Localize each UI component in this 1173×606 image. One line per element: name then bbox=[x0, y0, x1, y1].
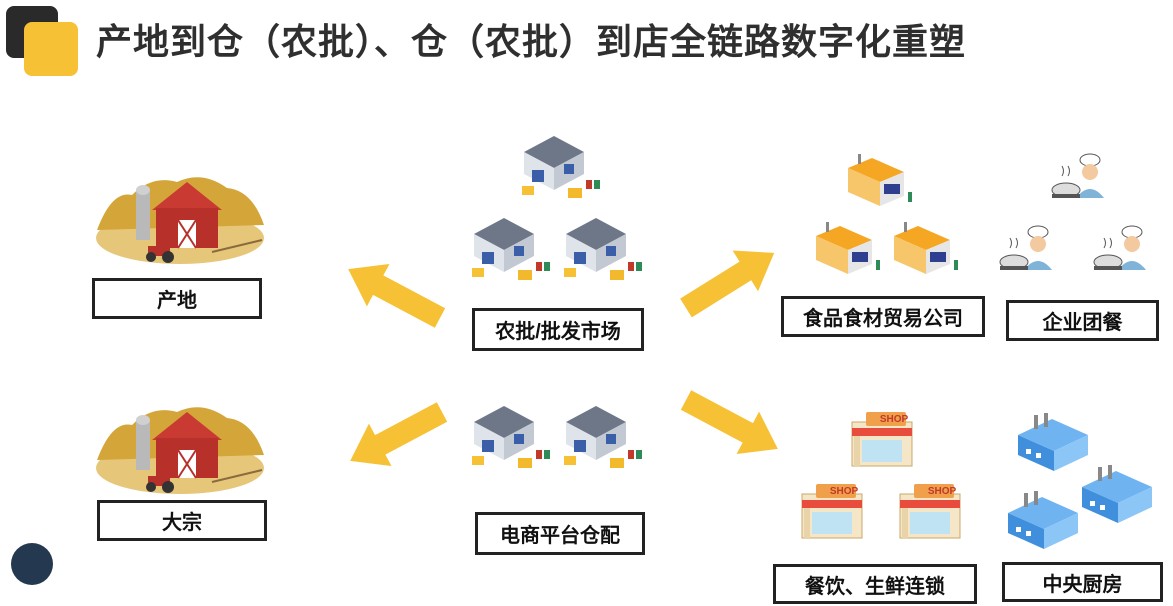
shop-sign-text: SHOP bbox=[880, 414, 909, 425]
warehouse-icon bbox=[472, 136, 642, 280]
arrow-to-restaurant bbox=[674, 378, 790, 471]
node-food-trading: 食品食材贸易公司 bbox=[781, 296, 985, 337]
logo-mark bbox=[6, 6, 78, 76]
arrow-to-food-trading bbox=[673, 232, 787, 329]
farm-icon bbox=[96, 407, 264, 494]
arrow-to-origin bbox=[336, 247, 452, 340]
chef-icon bbox=[999, 153, 1147, 271]
shop-sign-text: SHOP bbox=[928, 486, 957, 497]
node-central-kitchen: 中央厨房 bbox=[1002, 562, 1163, 602]
node-bulk: 大宗 bbox=[97, 500, 267, 541]
node-enterprise-catering: 企业团餐 bbox=[1006, 300, 1159, 341]
warehouse-icon bbox=[472, 406, 642, 468]
factory-icon bbox=[816, 154, 958, 274]
central-kitchen-icon bbox=[1008, 413, 1152, 549]
farm-icon bbox=[96, 177, 264, 264]
page-title: 产地到仓（农批）、仓（农批）到店全链路数字化重塑 bbox=[96, 21, 967, 62]
shop-sign-text: SHOP bbox=[830, 486, 859, 497]
node-wholesale-market: 农批/批发市场 bbox=[472, 308, 644, 351]
decorative-dot bbox=[11, 543, 53, 585]
arrow-to-bulk bbox=[338, 390, 454, 483]
node-restaurant-chain: 餐饮、生鲜连锁 bbox=[773, 564, 977, 604]
shop-icon: SHOP SHOP SHOP bbox=[801, 411, 961, 539]
node-ecommerce-warehouse: 电商平台仓配 bbox=[475, 512, 645, 555]
node-origin: 产地 bbox=[92, 278, 262, 319]
